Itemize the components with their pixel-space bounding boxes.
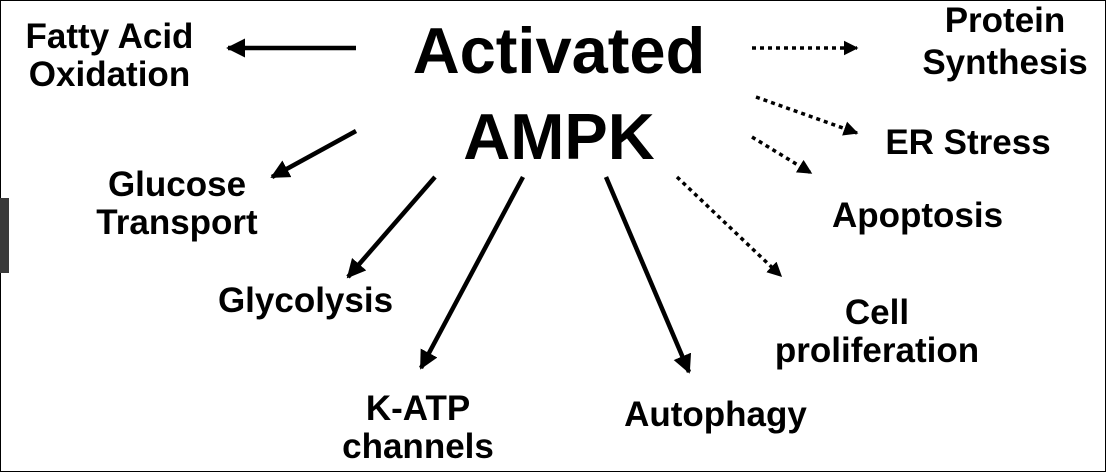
- k-atp-channels-node: K-ATP channels: [318, 390, 518, 466]
- glucose-transport-line2: Transport: [96, 202, 258, 242]
- apoptosis-node: Apoptosis: [810, 197, 1025, 235]
- arrow-to-autophagy: [603, 176, 692, 374]
- glucose-transport-line1: Glucose: [107, 165, 247, 204]
- cell-proliferation-line2: proliferation: [774, 330, 980, 370]
- apoptosis-label: Apoptosis: [831, 196, 1004, 235]
- arrow-to-k-atp-channels: [419, 175, 525, 370]
- arrow-to-er-stress: [755, 95, 859, 136]
- cell-proliferation-node: Cell proliferation: [742, 294, 1012, 370]
- arrow-to-glucose-transport: [270, 129, 358, 179]
- glycolysis-label: Glycolysis: [217, 281, 394, 320]
- glycolysis-node: Glycolysis: [198, 282, 413, 320]
- activated-ampk-node: Activated AMPK: [404, 8, 714, 180]
- autophagy-node: Autophagy: [603, 396, 828, 434]
- arrow-to-glycolysis: [346, 175, 437, 279]
- arrow-to-apoptosis: [751, 135, 813, 175]
- protein-synthesis-line2: Synthesis: [922, 43, 1088, 82]
- k-atp-channels-line1: K-ATP: [365, 389, 471, 428]
- autophagy-label: Autophagy: [624, 395, 807, 434]
- fatty-acid-oxidation-line2: Oxidation: [28, 54, 191, 94]
- cell-proliferation-line1: Cell: [844, 293, 910, 332]
- k-atp-channels-line2: channels: [342, 426, 494, 466]
- fatty-acid-oxidation-node: Fatty Acid Oxidation: [2, 18, 217, 94]
- protein-synthesis-line1: Protein: [944, 1, 1066, 40]
- arrow-to-cell-proliferation: [675, 175, 783, 278]
- glucose-transport-node: Glucose Transport: [72, 166, 282, 242]
- left-edge-tab: [0, 198, 9, 273]
- protein-synthesis-node: Protein Synthesis: [905, 0, 1105, 84]
- ampk-line1: Activated: [412, 14, 706, 87]
- ampk-line2: AMPK: [463, 99, 655, 173]
- er-stress-node: ER Stress: [868, 124, 1068, 162]
- er-stress-label: ER Stress: [885, 123, 1051, 162]
- fatty-acid-oxidation-line1: Fatty Acid: [25, 17, 194, 56]
